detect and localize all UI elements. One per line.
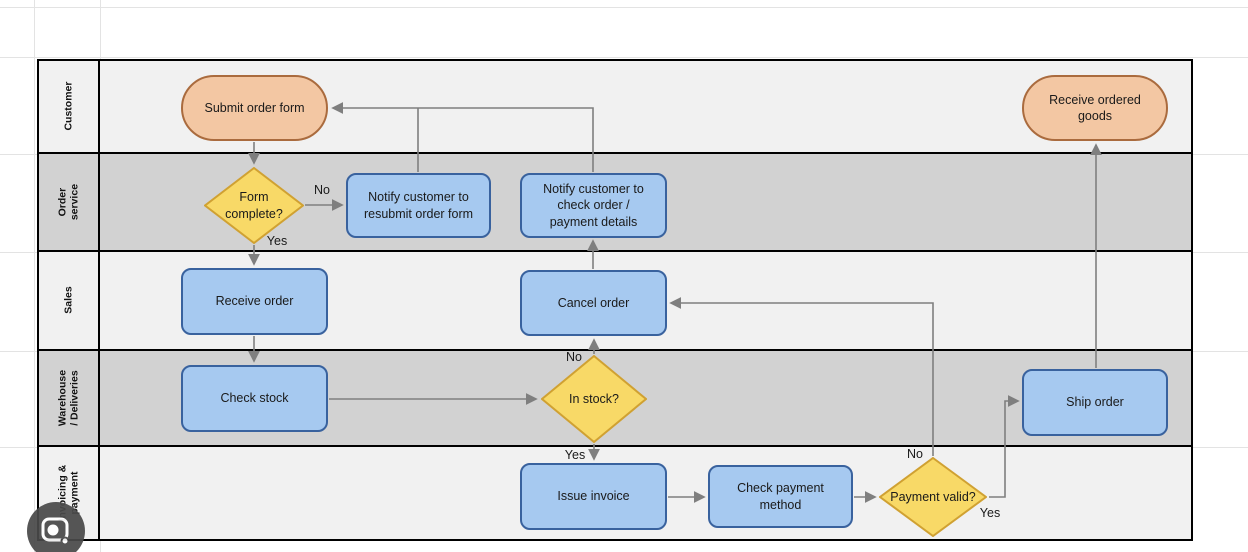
lane-label: Order service <box>56 183 81 221</box>
lane-label: Customer <box>62 82 75 132</box>
node-label: Submit order form <box>204 100 305 115</box>
lane-label-cell: Customer <box>39 61 100 152</box>
node-notify-check: Notify customer to check order / payment… <box>520 173 667 238</box>
edge-label-payment-valid-yes: Yes <box>979 506 1001 520</box>
node-check-payment-method: Check payment method <box>708 465 853 528</box>
node-label: Notify customer to resubmit order form <box>363 190 474 221</box>
lane-label: Sales <box>62 286 75 315</box>
grid-line <box>34 0 35 552</box>
node-in-stock-decision: In stock? <box>541 355 647 443</box>
edge-label-in-stock-no: No <box>566 350 582 364</box>
node-receive-order: Receive order <box>181 268 328 335</box>
grid-line <box>0 57 1248 58</box>
node-issue-invoice: Issue invoice <box>520 463 667 530</box>
camera-lens-icon <box>41 517 70 546</box>
node-payment-valid-decision: Payment valid? <box>879 457 987 537</box>
node-label: In stock? <box>568 391 620 406</box>
node-receive-ordered-goods: Receive ordered goods <box>1022 75 1168 141</box>
node-label: Check stock <box>220 391 289 406</box>
edge-label-in-stock-yes: Yes <box>564 448 586 462</box>
diamond-shape <box>879 457 987 537</box>
node-submit-order-form: Submit order form <box>181 75 328 141</box>
diamond-shape <box>204 167 304 244</box>
edge-label-form-complete-no: No <box>314 183 330 197</box>
grid-line <box>0 7 1248 8</box>
lane-label-cell: Invoicing & payment <box>39 447 100 539</box>
lane-label-cell: Order service <box>39 154 100 250</box>
node-label: Form complete? <box>225 190 283 221</box>
lane-label: Warehouse / Deliveries <box>56 369 81 427</box>
node-label: Issue invoice <box>557 489 630 504</box>
node-notify-resubmit: Notify customer to resubmit order form <box>346 173 491 238</box>
node-label: Ship order <box>1066 395 1124 410</box>
diamond-shape <box>541 355 647 443</box>
node-cancel-order: Cancel order <box>520 270 667 336</box>
edge-label-form-complete-yes: Yes <box>266 234 288 248</box>
node-label: Receive ordered goods <box>1049 92 1141 123</box>
lane-label-cell: Sales <box>39 252 100 349</box>
node-label: Notify customer to check order / payment… <box>543 182 644 229</box>
node-label: Check payment method <box>737 481 824 512</box>
node-label: Payment valid? <box>890 489 976 504</box>
node-label: Cancel order <box>557 295 630 310</box>
lens-search-button[interactable] <box>27 502 85 552</box>
node-ship-order: Ship order <box>1022 369 1168 436</box>
node-form-complete-decision: Form complete? <box>204 167 304 244</box>
lane-label-cell: Warehouse / Deliveries <box>39 351 100 445</box>
node-check-stock: Check stock <box>181 365 328 432</box>
node-label: Receive order <box>215 294 294 309</box>
edge-label-payment-valid-no: No <box>907 447 923 461</box>
